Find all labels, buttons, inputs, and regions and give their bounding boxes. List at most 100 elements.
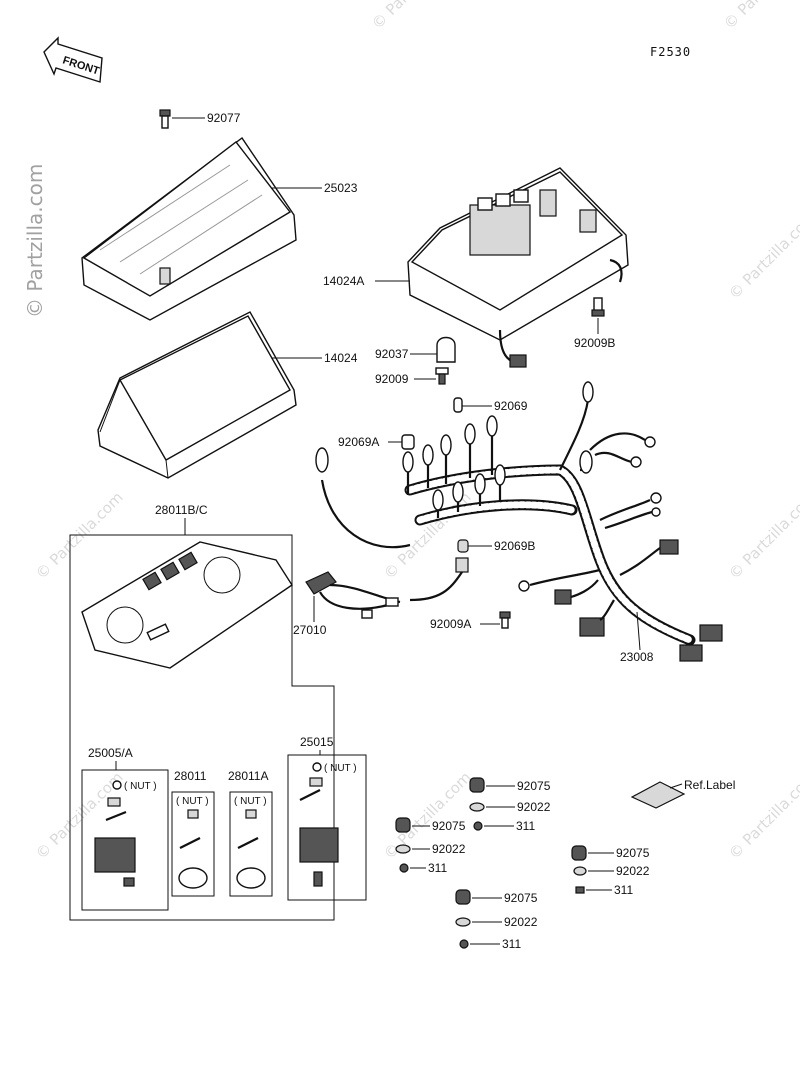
pointer-needle (179, 837, 201, 849)
group-frame (69, 534, 335, 921)
watermark: © Partzilla.com (725, 768, 800, 863)
bulb-socket (422, 444, 434, 466)
gauge-movement (236, 867, 266, 889)
case-post (579, 209, 597, 233)
bulb-socket (402, 451, 414, 473)
pointer-needle (237, 837, 259, 849)
connector-lead (619, 547, 661, 576)
label-92075: 92075 (504, 891, 538, 905)
harness-lead (320, 479, 411, 549)
label-14024: 14024 (324, 351, 358, 365)
box-25015 (287, 754, 367, 901)
screw-shank (501, 617, 509, 629)
case-socket-block (469, 204, 531, 256)
wiring-harness-23008 (315, 381, 723, 662)
washer (309, 777, 323, 787)
cover-post (159, 267, 171, 285)
gauge-movement (299, 827, 339, 863)
case-socket (513, 189, 529, 203)
washer (455, 917, 471, 927)
terminal-lead (589, 432, 646, 451)
front-arrow: FRONT (43, 36, 103, 83)
plate-window (146, 623, 170, 641)
watermark: © Partzilla.com (368, 0, 463, 33)
label-311: 311 (614, 883, 633, 897)
diagram-code: F2530 (650, 45, 691, 59)
label-92077: 92077 (207, 111, 241, 125)
connector (579, 617, 605, 637)
nut-label: ( NUT ) (324, 763, 357, 774)
label-92009A: 92009A (430, 617, 471, 631)
grommet (469, 777, 485, 793)
ref-label: Ref.Label (684, 778, 735, 792)
clamp-shape (436, 336, 456, 363)
label-92069: 92069 (494, 399, 528, 413)
switch-body (305, 571, 337, 595)
screw (313, 871, 323, 887)
terminal-lead (604, 510, 653, 530)
screw-head (435, 367, 449, 375)
case-socket (495, 193, 511, 207)
watermark: © Partzilla.com (725, 488, 800, 583)
box-25005A (81, 769, 169, 911)
bulb-socket (474, 473, 486, 495)
bulb-92069B (457, 539, 469, 553)
bulb-socket (464, 423, 476, 445)
cover-glass-hatch (99, 164, 263, 275)
label-92069B: 92069B (494, 539, 535, 553)
nut-label: ( NUT ) (234, 796, 267, 807)
watermark: © Partzilla.com (32, 488, 127, 583)
label-92009: 92009 (375, 372, 409, 386)
ref-label-tag (630, 781, 686, 809)
watermark: © Partzilla.com (720, 0, 800, 33)
switch-terminal (361, 609, 373, 619)
label-92037: 92037 (375, 347, 409, 361)
screw-head (159, 109, 171, 117)
label-311: 311 (428, 861, 447, 875)
label-92075: 92075 (517, 779, 551, 793)
label-28011A: 28011A (228, 769, 268, 783)
washer (395, 844, 411, 854)
label-27010: 27010 (293, 623, 327, 637)
label-23008: 23008 (620, 650, 654, 664)
bulb-sockets (402, 381, 594, 518)
label-28011BC: 28011B/C (155, 503, 208, 517)
bulb-socket (494, 464, 506, 486)
screw-head (499, 611, 511, 619)
nut (473, 821, 483, 831)
case-connector (509, 354, 527, 368)
label-92009B: 92009B (574, 336, 615, 350)
nut-icon (312, 762, 322, 772)
screw-shank (161, 115, 169, 129)
leader (669, 783, 683, 789)
box-28011 (171, 791, 215, 897)
connector-lead (570, 579, 599, 599)
label-311: 311 (516, 819, 535, 833)
connector-lead (599, 599, 615, 621)
bulb-socket (486, 415, 498, 437)
plate-indicator (142, 571, 162, 591)
label-92069A: 92069A (338, 435, 379, 449)
box-28011A (229, 791, 273, 897)
connector (554, 589, 572, 605)
watermark: © Partzilla.com (725, 208, 800, 303)
bulb-socket (315, 447, 329, 473)
connector (679, 644, 703, 662)
leader (636, 611, 641, 651)
terminal-lead (529, 568, 601, 587)
bulb-socket (440, 434, 452, 456)
switch-27010 (305, 571, 401, 619)
nut (459, 939, 469, 949)
front-arrow-shape (43, 36, 103, 83)
washer (245, 809, 257, 819)
bulb-socket (455, 557, 469, 573)
ring-terminal (644, 436, 656, 448)
screw-shank (438, 373, 446, 385)
meter-case-14024A (407, 167, 629, 368)
case-socket (477, 197, 493, 211)
bulb-socket (452, 481, 464, 503)
screw-92009B (591, 297, 605, 317)
bulb-92069 (453, 397, 463, 413)
label-311: 311 (502, 937, 521, 951)
label-92022: 92022 (504, 915, 538, 929)
